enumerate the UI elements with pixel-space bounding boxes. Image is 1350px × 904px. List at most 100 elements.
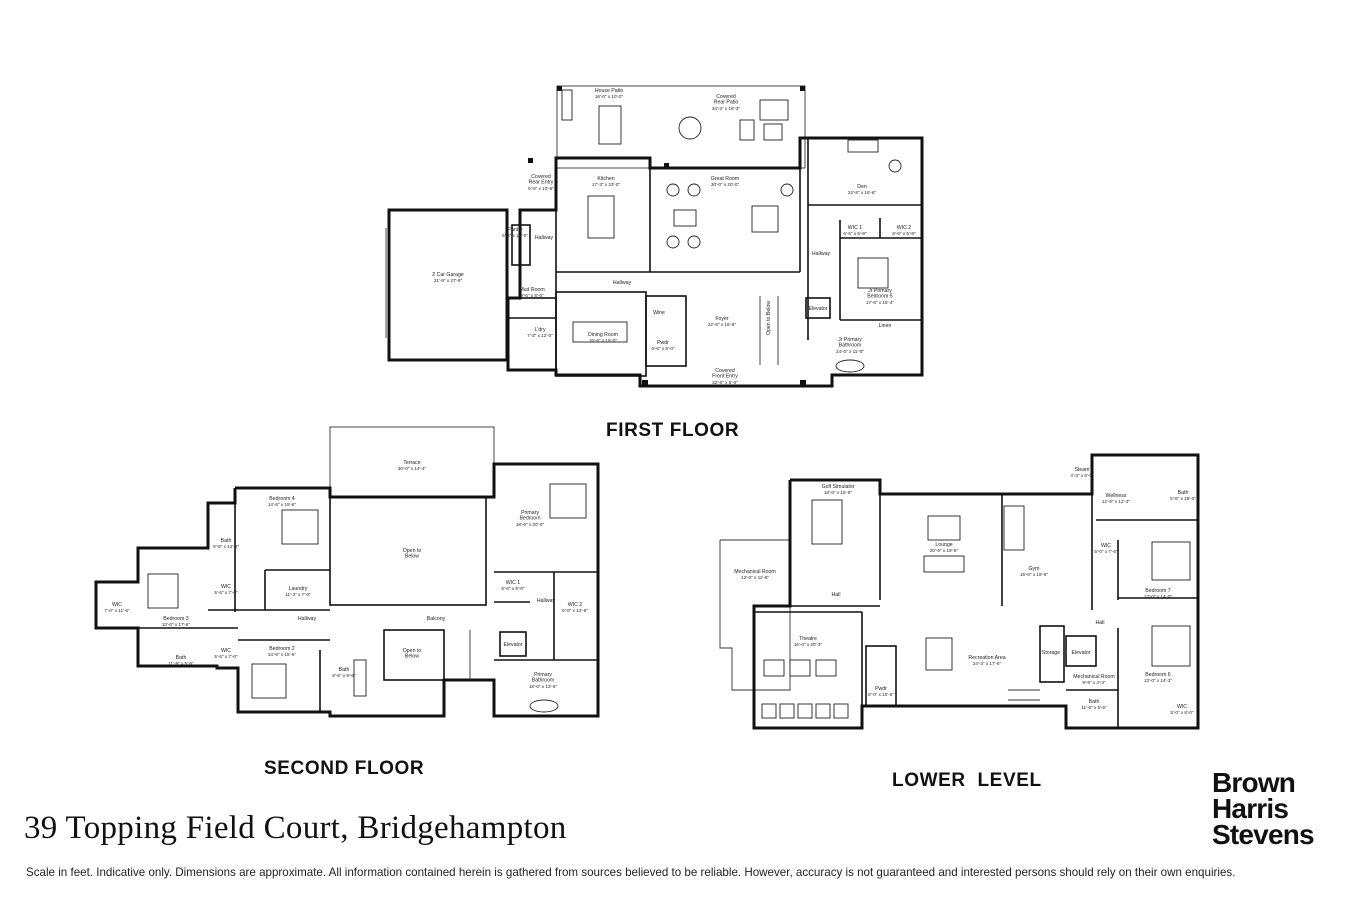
room-dims: 6'-6" x 5'-9"	[892, 231, 916, 236]
room-dims: 9'-6" x 12'-3"	[213, 544, 239, 549]
room-dims: 7'-0" x 11'-6"	[104, 608, 130, 613]
logo-line: Harris	[1212, 793, 1289, 824]
elevator-wall	[499, 631, 527, 657]
room-name: Pwdr	[657, 340, 669, 346]
room-name: WIC	[221, 648, 231, 654]
storage-wall	[1039, 625, 1065, 683]
room-name: Hallway	[812, 251, 831, 257]
room-dims: 15'-0" x 19'-6"	[1020, 572, 1049, 577]
room-name: Golf Simulator	[822, 484, 855, 490]
room-name: Mechanical Room	[1073, 674, 1115, 680]
bed-icon	[147, 573, 179, 609]
room-dims: 16'-0" x 20'-3"	[794, 642, 823, 647]
den-sofa	[847, 139, 879, 153]
patio-sofa	[759, 99, 789, 121]
room-dims: 6'-6" x 5'-9"	[843, 231, 867, 236]
theatre-seat	[779, 703, 795, 719]
chair	[687, 183, 701, 197]
great-room-table	[673, 209, 697, 227]
first-floor-plan	[385, 85, 924, 388]
room-dims: 5'-6" x 7'-0"	[214, 590, 238, 595]
grill-icon	[561, 89, 573, 121]
laundry-wall	[507, 297, 557, 371]
room-name: WIC 2	[897, 225, 912, 231]
powder-room-wall	[865, 645, 897, 707]
room-name: Kitchen	[597, 176, 614, 182]
room-name: Bath	[176, 655, 187, 661]
room-name: Hall	[832, 592, 841, 598]
room-dims: 22'-6" x 16'-6"	[708, 322, 737, 327]
room-name: Bedroom 3	[163, 616, 188, 622]
golf-mat	[811, 499, 843, 545]
room-name: WIC 1	[506, 580, 521, 586]
room-name: Theatre	[799, 636, 817, 642]
logo-line: Stevens	[1212, 819, 1315, 850]
room-name: Steam	[1075, 467, 1090, 473]
room-dims: 6'-0" x 14'-9"	[562, 608, 588, 613]
room-name: Laundry	[289, 586, 308, 592]
room-dims: 20'-9" x 19'-6"	[930, 548, 959, 553]
room-name: Elevator	[1071, 650, 1090, 656]
room-dims: 21'-9" x 27'-9"	[434, 278, 463, 283]
room-dims: 15'-6" x 15'-0"	[589, 338, 618, 343]
disclaimer-text: Scale in feet. Indicative only. Dimensio…	[26, 866, 1236, 879]
theatre-seat	[763, 659, 785, 677]
first-floor-title: FIRST FLOOR	[606, 420, 740, 441]
room-name: Dining Room	[588, 332, 618, 338]
room-dims: 16'-0" x 10'-0"	[595, 94, 624, 99]
bed-icon	[857, 257, 889, 289]
room-dims: 4'-3" x 6'-0"	[1070, 473, 1094, 478]
theatre-seat	[761, 703, 777, 719]
room-name: Hall	[1096, 620, 1105, 626]
patio-chair	[739, 119, 755, 141]
room-dims: 6'-0" x 10'-6"	[528, 186, 554, 191]
room-name: Terrace	[403, 460, 420, 466]
column	[800, 380, 806, 386]
room-dims: 5'-6" x 15'-0"	[1170, 496, 1196, 501]
pool-table	[925, 637, 953, 671]
kitchen-island	[587, 195, 615, 239]
room-dims: 9'-6" x 8'-6"	[520, 293, 544, 298]
room-dims: 5'-6" x 13'-0"	[502, 233, 528, 238]
room-name: Pwdr	[875, 686, 887, 692]
lounge-sofa	[923, 555, 965, 573]
room-dims: 30'-0" x 20'-0"	[711, 182, 740, 187]
room-dims: 12'-0" x 12'-3"	[1102, 499, 1131, 504]
room-name: Lounge	[935, 542, 952, 548]
bed-icon	[251, 663, 287, 699]
room-dims: 8'-0" x 10'-6"	[868, 692, 894, 697]
room-name: 2 Car Garage	[432, 272, 464, 278]
room-dims: 7'-3" x 12'-0"	[527, 333, 553, 338]
room-name: Bath	[339, 667, 350, 673]
elevator-wall	[805, 297, 831, 319]
room-dims: 34'-3" x 18'-3"	[712, 106, 741, 111]
room-dims: 11'-3" x 7'-0"	[285, 592, 311, 597]
garage-wall	[387, 208, 509, 362]
column	[528, 158, 533, 163]
room-name: Mechanical Room	[734, 569, 776, 575]
room-dims: 18'-0" x 15'-8"	[824, 490, 853, 495]
room-dims: 13'-0" x 17'-6"	[162, 622, 191, 627]
bathtub-icon	[353, 659, 367, 697]
room-dims: 5'-0" x 8'-0"	[1170, 710, 1194, 715]
lounge-table	[927, 515, 961, 541]
room-name: Bedroom 4	[269, 496, 294, 502]
room-name: Bath	[221, 538, 232, 544]
room-name: WIC	[112, 602, 122, 608]
room-name: Mud Room	[519, 287, 544, 293]
room-name: Hallway	[298, 616, 317, 622]
dining-table	[572, 321, 628, 343]
room-name: WIC 2	[568, 602, 583, 608]
logo-line: Brown	[1212, 767, 1296, 798]
pantry-wall	[511, 224, 531, 266]
room-dims: 18'-0" x 20'-0"	[516, 522, 545, 527]
room-name: Wine	[653, 310, 665, 316]
room-name: House Patio	[595, 88, 623, 94]
room-dims: 30'-0" x 14'-4"	[398, 466, 427, 471]
room-dims: 24'-8" x 16'-6"	[848, 190, 877, 195]
room-dims: 17'-3" x 23'-0"	[592, 182, 621, 187]
